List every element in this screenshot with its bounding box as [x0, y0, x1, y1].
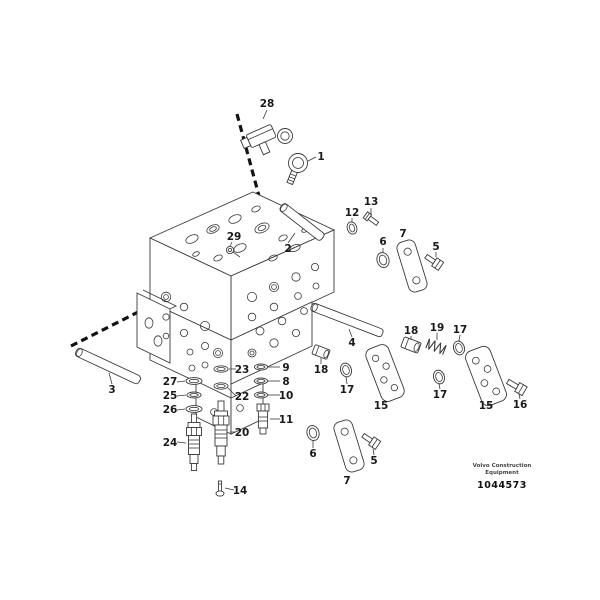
callout-11: 11 — [279, 414, 294, 426]
part-2-pin — [279, 203, 325, 241]
callout-20: 20 — [235, 427, 250, 439]
callout-25: 25 — [163, 390, 178, 402]
part-12-o-ring — [346, 221, 358, 235]
callout-12: 12 — [345, 207, 360, 219]
callout-29: 29 — [227, 231, 242, 243]
part-15-end-plate-left — [365, 344, 405, 402]
callout-16: 16 — [513, 399, 528, 411]
part-13-screw — [362, 211, 380, 226]
part-5-bolt-lower — [361, 432, 382, 450]
part-9-ring — [253, 363, 269, 371]
part-23-ring — [213, 365, 229, 373]
dashed-leader-top — [235, 113, 261, 197]
publisher-block: Volvo Construction Equipment 1044573 — [473, 463, 532, 491]
callout-15-left: 15 — [374, 400, 389, 412]
callout-14: 14 — [233, 485, 248, 497]
callout-10: 10 — [279, 390, 294, 402]
part-19-spring — [425, 338, 447, 355]
callout-19: 19 — [430, 322, 445, 334]
callout-15-right: 15 — [479, 400, 494, 412]
part-17-o-ring-left — [339, 362, 353, 378]
callout-18-right: 18 — [404, 325, 419, 337]
callout-27: 27 — [163, 376, 178, 388]
part-4-pin — [310, 302, 384, 338]
part-25-washer — [186, 391, 202, 399]
part-18-plug-left — [311, 344, 331, 360]
part-16-bolt — [505, 378, 528, 397]
part-28-relief-valve — [239, 124, 293, 156]
part-17-o-ring-right — [452, 340, 466, 356]
callout-13: 13 — [364, 196, 379, 208]
callout-2: 2 — [284, 243, 291, 255]
part-17-o-ring-middle — [432, 369, 446, 385]
part-1-eye-bolt — [286, 153, 308, 186]
callout-5-lower: 5 — [370, 455, 377, 467]
part-27-washer — [185, 377, 203, 385]
publisher-name-line1: Volvo Construction — [473, 463, 532, 469]
callout-5-upper: 5 — [432, 241, 439, 253]
part-3-pin — [75, 347, 141, 385]
callout-18-left: 18 — [314, 364, 329, 376]
part-6-o-ring-upper — [376, 252, 390, 268]
callout-22: 22 — [235, 391, 250, 403]
callout-23: 23 — [235, 364, 250, 376]
callout-17-middle: 17 — [433, 389, 448, 401]
callout-7-lower: 7 — [343, 475, 350, 487]
callout-6-lower: 6 — [309, 448, 316, 460]
part-5-bolt-upper — [424, 253, 445, 271]
callout-4: 4 — [348, 337, 355, 349]
part-24-relief-valve-cartridge — [186, 413, 202, 471]
callout-3: 3 — [108, 384, 115, 396]
dashed-leader-left — [70, 302, 155, 348]
part-20-valve-cartridge — [212, 400, 230, 465]
callout-26: 26 — [163, 404, 178, 416]
part-6-o-ring-lower — [306, 425, 320, 441]
callout-17-right: 17 — [453, 324, 468, 336]
callout-8: 8 — [282, 376, 289, 388]
part-22-ring — [213, 382, 229, 390]
valve-body-left-ports — [160, 291, 223, 372]
callout-17-left: 17 — [340, 384, 355, 396]
callout-6-upper: 6 — [379, 236, 386, 248]
publisher-name-line2: Equipment — [485, 470, 519, 476]
part-14-screw — [215, 480, 225, 497]
part-7-cover-plate-lower — [333, 419, 365, 473]
callout-28: 28 — [260, 98, 275, 110]
callout-24: 24 — [163, 437, 178, 449]
callout-1: 1 — [317, 151, 324, 163]
part-18-plug-right — [400, 336, 422, 354]
callout-9: 9 — [282, 362, 289, 374]
callout-labels: 28 1 2 29 12 13 6 7 5 4 18 17 15 17 18 1… — [108, 98, 527, 497]
part-15-end-plate-right — [465, 345, 507, 407]
part-29-fitting — [225, 245, 241, 258]
part-8-ring — [253, 377, 269, 385]
part-11-plug — [256, 403, 270, 435]
figure-number: 1044573 — [477, 480, 527, 491]
part-7-cover-plate-upper — [396, 239, 428, 293]
part-26-washer — [185, 405, 203, 413]
part-10-ring — [253, 391, 269, 399]
valve-body-right-ports — [210, 262, 320, 416]
callout-7-upper: 7 — [399, 228, 406, 240]
callout-leader-lines — [108, 109, 521, 491]
